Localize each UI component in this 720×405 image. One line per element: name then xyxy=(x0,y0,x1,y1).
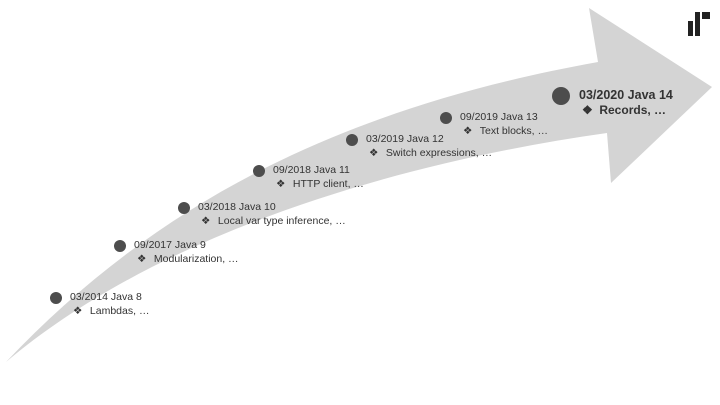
milestone-dot xyxy=(50,292,62,304)
milestone-heading: 09/2018 Java 11 xyxy=(273,164,350,176)
milestone-java-12: 03/2019 Java 12 ❖ Switch expressions, … xyxy=(346,132,493,160)
milestone-feature: ❖ Local var type inference, … xyxy=(201,215,346,227)
milestone-dot xyxy=(114,240,126,252)
milestone-feature: ❖ Modularization, … xyxy=(137,253,239,265)
milestone-feature: ❖ Text blocks, … xyxy=(463,125,549,137)
milestone-feature: ❖ Records, … xyxy=(582,103,667,117)
milestone-java-14: 03/2020 Java 14 ❖ Records, … xyxy=(552,87,673,118)
milestone-heading: 03/2014 Java 8 xyxy=(70,291,142,303)
milestone-feature: ❖ Lambdas, … xyxy=(73,305,150,317)
milestone-heading: 03/2018 Java 10 xyxy=(198,201,276,213)
milestone-java-9: 09/2017 Java 9 ❖ Modularization, … xyxy=(114,238,239,266)
milestone-java-11: 09/2018 Java 11 ❖ HTTP client, … xyxy=(253,163,364,191)
milestone-java-10: 03/2018 Java 10 ❖ Local var type inferen… xyxy=(178,200,346,228)
milestone-dot xyxy=(346,134,358,146)
milestone-dot xyxy=(178,202,190,214)
milestone-dot xyxy=(440,112,452,124)
milestone-heading: 09/2017 Java 9 xyxy=(134,239,206,251)
milestone-dot xyxy=(552,87,570,105)
arrow-shape xyxy=(6,8,712,362)
milestone-java-13: 09/2019 Java 13 ❖ Text blocks, … xyxy=(440,110,549,138)
milestone-heading: 03/2019 Java 12 xyxy=(366,133,444,145)
milestone-heading: 03/2020 Java 14 xyxy=(579,88,673,102)
milestone-heading: 09/2019 Java 13 xyxy=(460,111,538,123)
company-logo-icon xyxy=(688,12,710,36)
milestone-feature: ❖ HTTP client, … xyxy=(276,178,364,190)
milestone-dot xyxy=(253,165,265,177)
milestone-java-8: 03/2014 Java 8 ❖ Lambdas, … xyxy=(50,290,150,318)
milestone-feature: ❖ Switch expressions, … xyxy=(369,147,493,159)
